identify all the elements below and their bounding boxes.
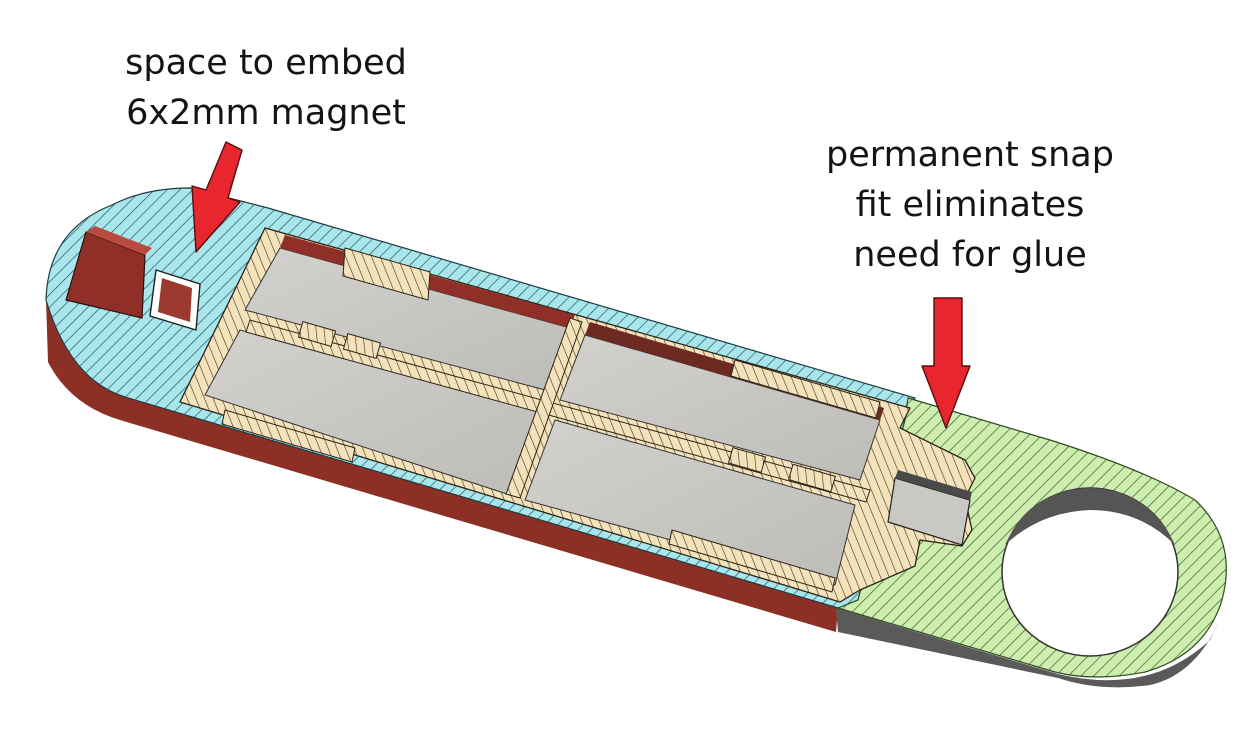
left-end-slot-floor: [86, 226, 152, 255]
cavity-bar: [221, 409, 356, 463]
cavity-bar: [668, 529, 836, 593]
annotation-line: permanent snap: [826, 135, 1114, 175]
key-ring-hole-inner-wall: [1005, 488, 1175, 545]
snap-fit-annotation: permanent snap fit eliminates need for g…: [790, 130, 1150, 280]
magnet-pocket-annotation: space to embed 6x2mm magnet: [96, 38, 436, 138]
center-rib-horizontal: [245, 319, 871, 503]
cavity-bar: [730, 359, 881, 419]
outer-side-wall-gray: [836, 608, 1220, 688]
rib-boss: [342, 333, 382, 359]
annotation-line: need for glue: [853, 235, 1087, 275]
annotation-line: space to embed: [125, 43, 407, 83]
annotation-line: fit eliminates: [855, 185, 1085, 225]
rib-boss: [727, 447, 767, 473]
center-rib-vertical: [505, 317, 583, 499]
magnet-pocket-wall: [158, 278, 192, 322]
rib-boss: [788, 463, 836, 493]
cavity-lower-right: [524, 419, 856, 586]
snap-fit-pocket-wall: [895, 470, 972, 500]
annotation-line: 6x2mm magnet: [126, 93, 406, 133]
cavity-bar: [342, 247, 431, 301]
outer-side-wall-red: [46, 300, 838, 632]
rib-boss: [297, 321, 337, 347]
arrow-down-icon: [921, 297, 971, 429]
arrow-down-icon: [191, 141, 243, 253]
